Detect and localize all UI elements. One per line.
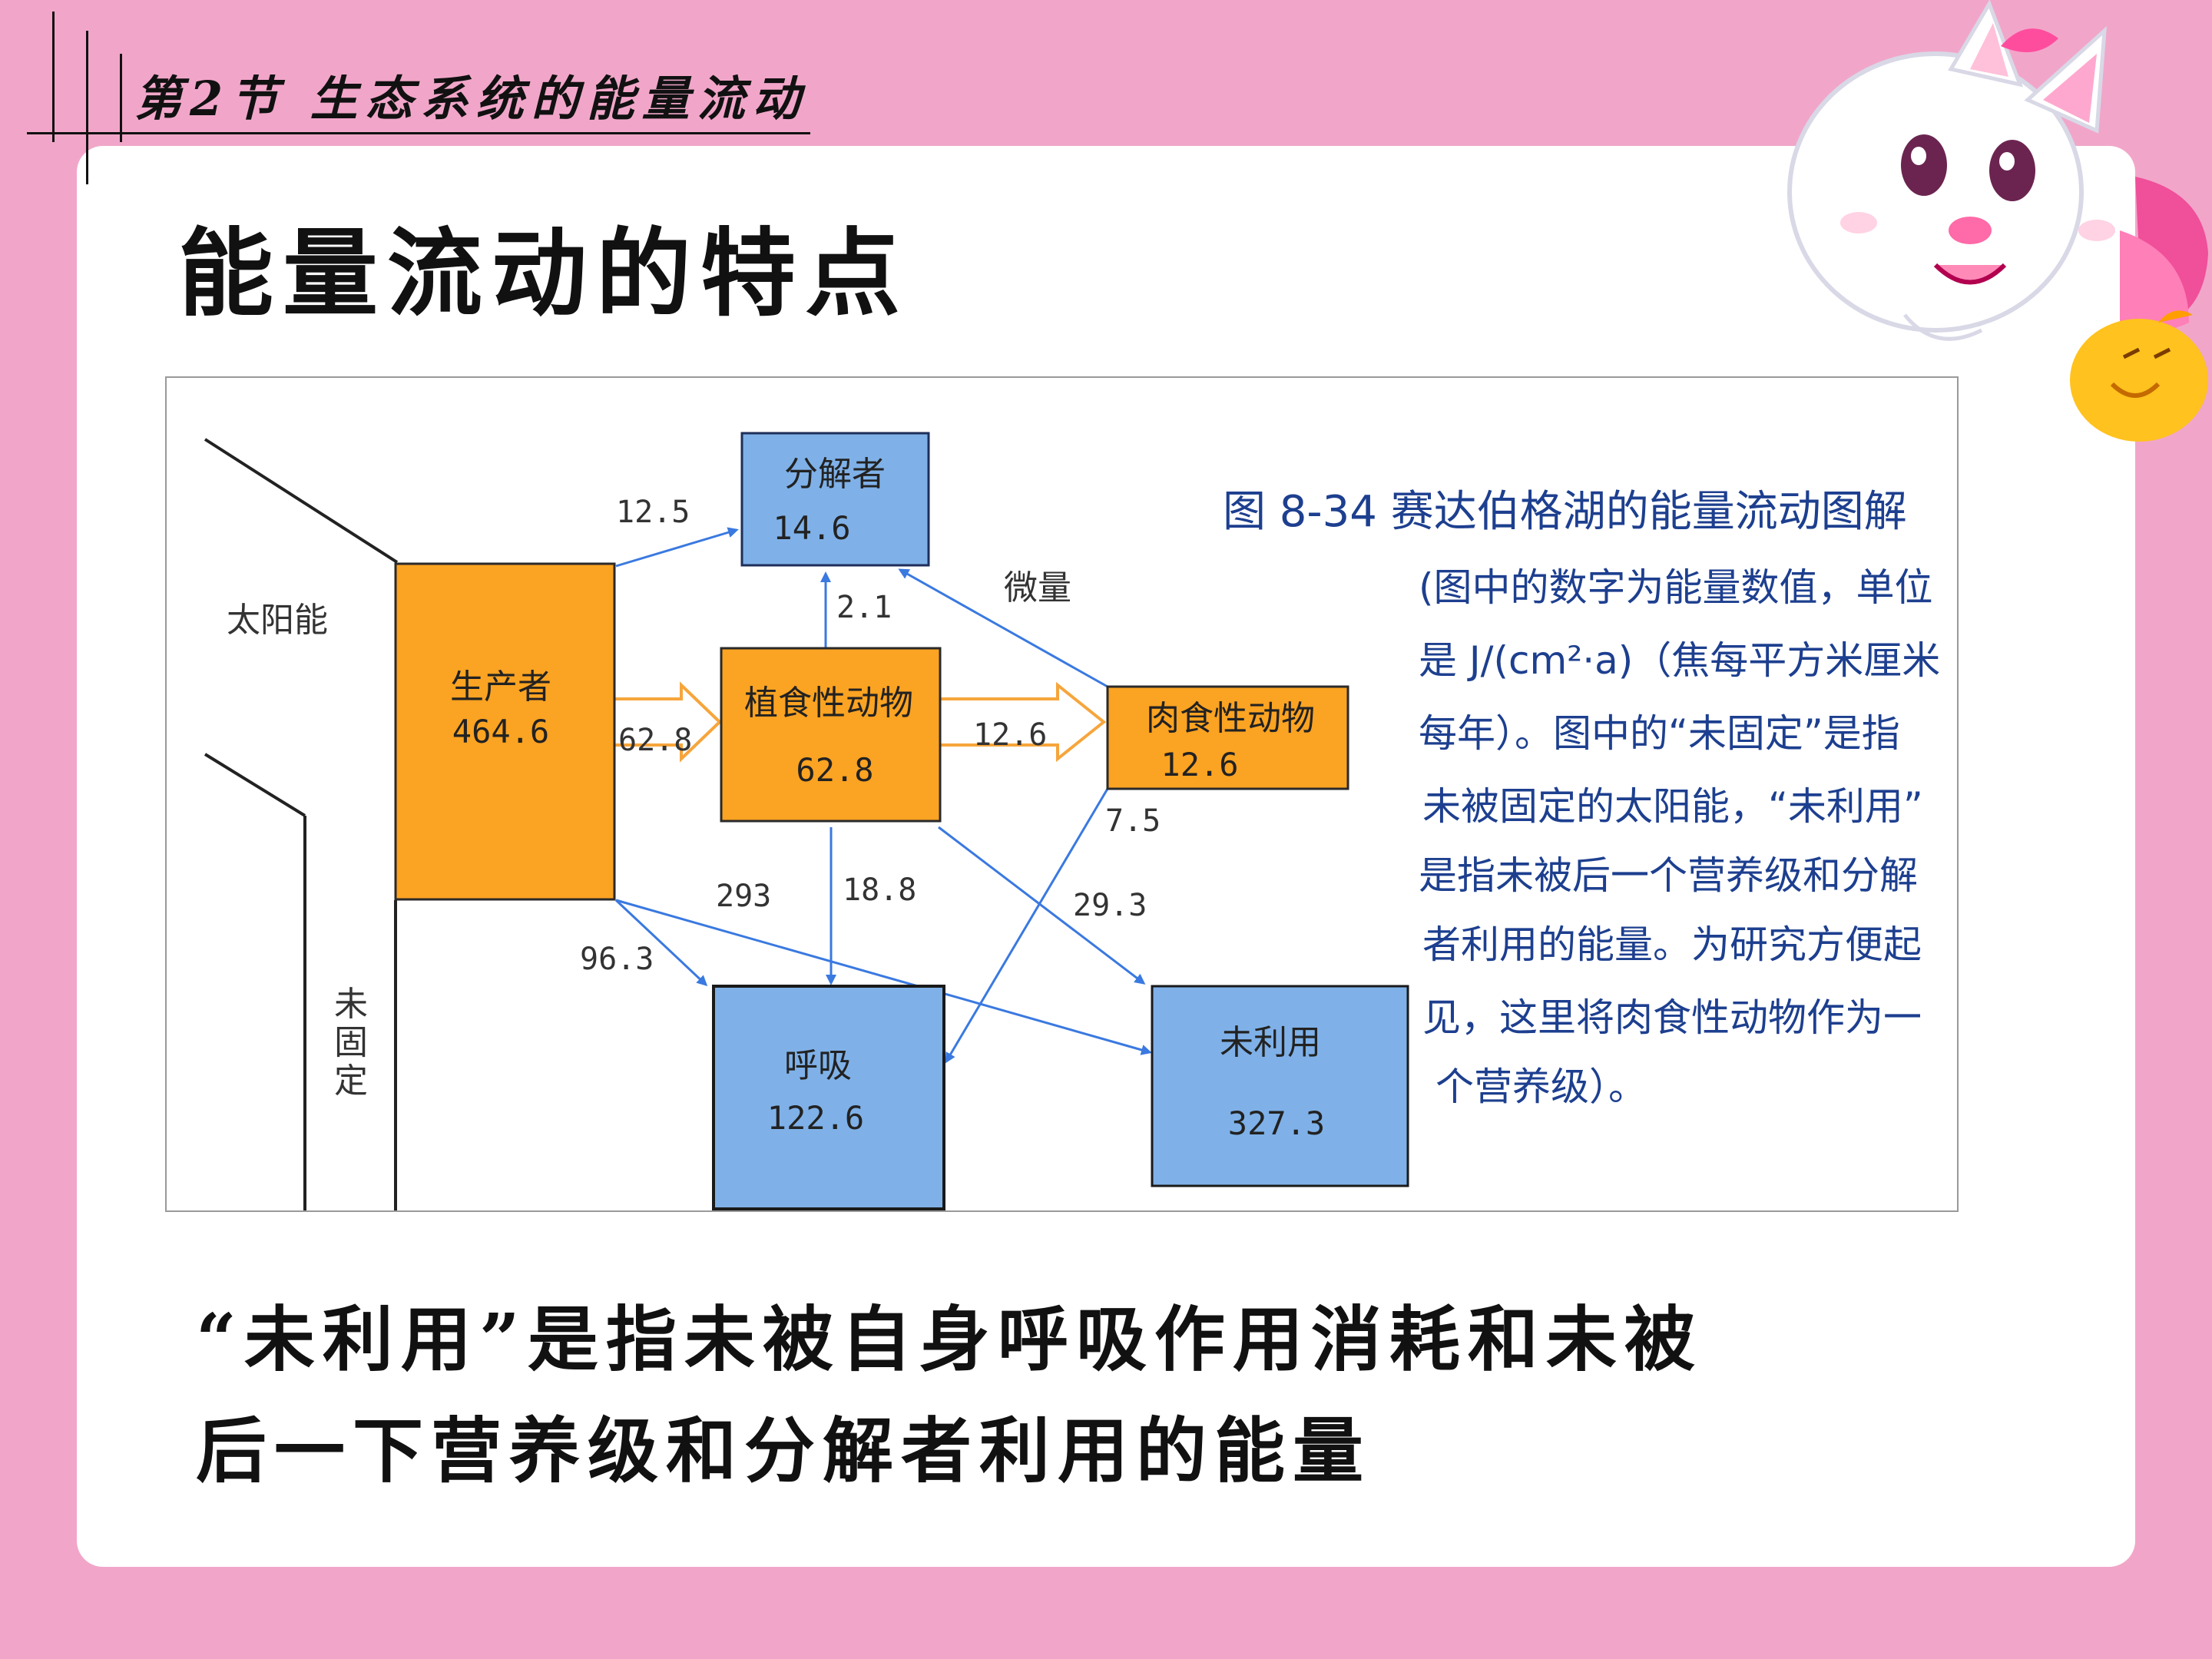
explanation-line-1: “未利用”是指未被自身呼吸作用消耗和未被: [196, 1298, 1703, 1381]
carnivore-title: 肉食性动物: [1146, 699, 1315, 738]
header-underline: [27, 132, 810, 134]
respiration-value: 122.6: [767, 1099, 864, 1137]
producer-to-respiration-arrow: [614, 899, 708, 987]
carnivore-to-respiration-arrow: [945, 788, 1109, 1064]
unused-value: 327.3: [1228, 1104, 1325, 1142]
caption-line-1: (图中的数字为能量数值，单位: [1419, 565, 1933, 610]
page-title: 能量流动的特点: [178, 218, 910, 329]
caption-line-2: 是 J/(cm²·a)（焦每平方米厘米: [1419, 638, 1940, 683]
flow-label-carnivore-to-respiration: 7.5: [1105, 803, 1161, 839]
caption-line-7: 见，这里将肉食性动物作为一: [1422, 995, 1922, 1040]
carnivore-value: 12.6: [1161, 746, 1238, 783]
flow-label-carnivore-to-decomposer: 微量: [1004, 568, 1071, 608]
caption-line-3: 每年）。图中的“未固定”是指: [1419, 711, 1900, 756]
header-vertical-line-2: [86, 31, 88, 184]
flow-label-producer-to-unused: 293: [716, 879, 771, 914]
figure-caption-title: 图 8-34 赛达伯格湖的能量流动图解: [1223, 487, 1907, 537]
caption-line-6: 者利用的能量。为研究方便起: [1422, 922, 1922, 967]
producer-title: 生产者: [450, 667, 551, 707]
flow-label-herbivore-to-decomposer: 2.1: [836, 590, 892, 625]
herbivore-node: 植食性动物 62.8: [720, 647, 942, 823]
caption-line-8: 个营养级）。: [1435, 1065, 1647, 1109]
section-title: 第2节 生态系统的能量流动: [134, 71, 808, 127]
energy-flow-figure: 太阳能 未 固 定 分解者 14.6 生产者 464.6 植食性动物 6: [165, 376, 1959, 1212]
unfixed-label-char-3: 定: [334, 1061, 368, 1101]
unused-node: 未利用 327.3: [1151, 985, 1409, 1187]
flow-label-producer-to-respiration: 96.3: [580, 942, 654, 977]
header-vertical-line-1: [52, 12, 55, 142]
explanation-line-2: 后一下营养级和分解者利用的能量: [196, 1409, 1372, 1492]
carnivore-to-decomposer-arrow: [898, 568, 1108, 688]
sun-boundary-line-2: [204, 753, 306, 817]
flow-label-producer-to-decomposer: 12.5: [616, 495, 690, 530]
flow-label-herbivore-to-carnivore: 12.6: [973, 717, 1047, 753]
unfixed-label-char-1: 未: [334, 985, 368, 1024]
sun-boundary-line-1: [204, 438, 399, 564]
decomposer-value: 14.6: [773, 509, 850, 547]
herbivore-to-carnivore-arrow: [937, 681, 1107, 763]
cat-mascot-image: [1787, 0, 2208, 442]
producer-to-unused-arrow: [615, 899, 1152, 1055]
producer-to-herbivore-arrow: [612, 681, 722, 763]
header-vertical-line-3: [120, 54, 122, 142]
herbivore-title: 植食性动物: [744, 684, 913, 723]
decomposer-title: 分解者: [784, 455, 886, 494]
unused-title: 未利用: [1220, 1023, 1321, 1062]
unfixed-label-char-2: 固: [334, 1023, 368, 1062]
respiration-node: 呼吸 122.6: [712, 985, 945, 1210]
caption-line-5: 是指未被后一个营养级和分解: [1419, 853, 1918, 898]
sun-energy-label: 太阳能: [227, 601, 328, 640]
carnivore-node: 肉食性动物 12.6: [1106, 685, 1349, 790]
herbivore-value: 62.8: [796, 751, 873, 789]
decomposer-node: 分解者 14.6: [740, 432, 930, 567]
producer-value: 464.6: [452, 713, 549, 750]
producer-node: 生产者 464.6: [394, 562, 616, 901]
energy-flow-diagram: 太阳能 未 固 定 分解者 14.6 生产者 464.6 植食性动物 6: [204, 432, 1940, 1210]
flow-label-herbivore-to-unused: 29.3: [1073, 888, 1147, 923]
herbivore-to-unused-arrow: [938, 826, 1146, 985]
caption-line-4: 未被固定的太阳能，“未利用”: [1422, 784, 1923, 829]
flow-label-herbivore-to-respiration: 18.8: [843, 873, 916, 908]
respiration-title: 呼吸: [784, 1046, 852, 1085]
producer-to-decomposer-arrow: [615, 527, 739, 568]
flow-label-producer-to-herbivore: 62.8: [618, 723, 692, 758]
